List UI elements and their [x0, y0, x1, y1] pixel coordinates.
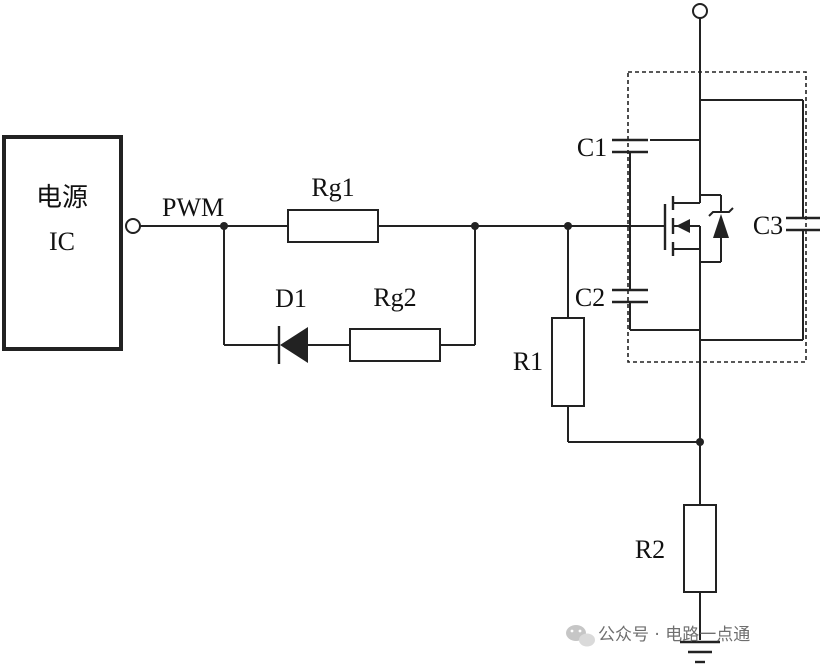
c2-label: C2 — [575, 283, 605, 312]
d1-label: D1 — [275, 284, 307, 313]
junction-dot — [220, 222, 228, 230]
capacitor-c1 — [612, 138, 700, 226]
diode-d1 — [277, 326, 308, 364]
power-ic-block — [2, 135, 123, 351]
r1-label: R1 — [513, 347, 543, 376]
resistor-rg1 — [287, 209, 379, 243]
supply-terminal — [692, 3, 708, 19]
watermark: 公众号 · 电路一点通 — [566, 625, 750, 647]
c3-label: C3 — [753, 211, 783, 240]
pwm-label: PWM — [162, 193, 224, 222]
rg1-label: Rg1 — [311, 173, 354, 202]
ic-label-line2: IC — [49, 227, 75, 256]
pwm-pin — [125, 218, 141, 234]
ic-label-line1: 电源 — [36, 183, 88, 213]
ground-symbol — [680, 640, 720, 664]
resistor-r2 — [683, 504, 717, 593]
capacitor-c3 — [700, 99, 820, 341]
rg2-label: Rg2 — [373, 283, 416, 312]
mosfet — [663, 194, 734, 263]
c1-label: C1 — [577, 133, 607, 162]
r2-label: R2 — [635, 535, 665, 564]
capacitor-c2 — [612, 226, 700, 331]
resistor-r1 — [551, 317, 585, 407]
junction-dot — [471, 222, 479, 230]
wechat-icon — [566, 625, 595, 647]
resistor-rg2 — [349, 328, 441, 362]
watermark-text: 公众号 · 电路一点通 — [598, 625, 750, 645]
